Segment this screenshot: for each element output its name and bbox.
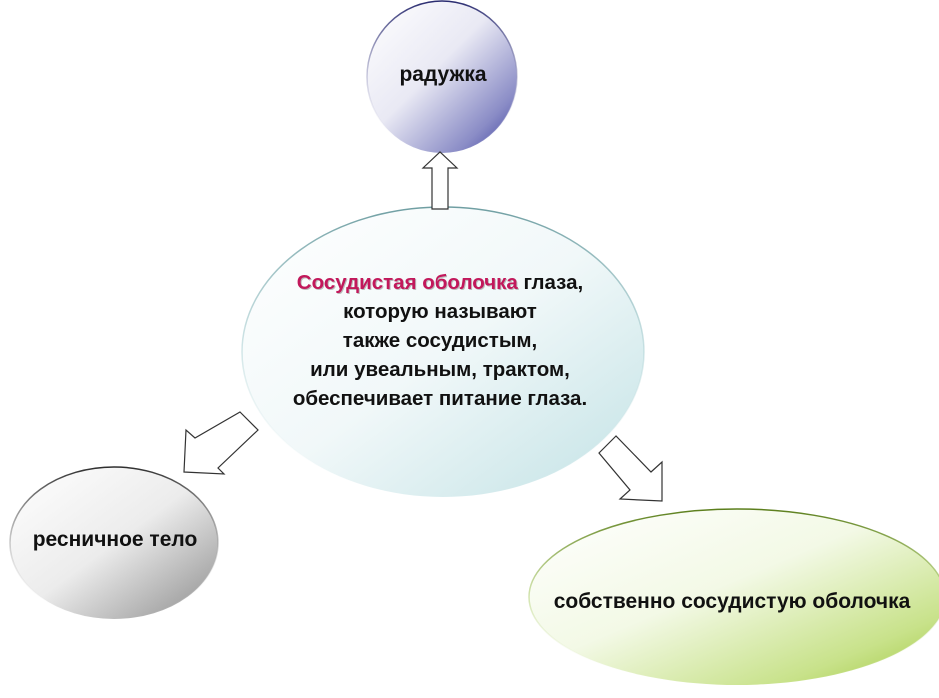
choroid-node bbox=[528, 508, 939, 686]
ciliary-rim bbox=[9, 466, 219, 620]
iris-ellipse bbox=[367, 1, 517, 153]
ciliary-ellipse bbox=[10, 467, 218, 619]
choroid-rim bbox=[528, 508, 939, 686]
iris-node bbox=[366, 0, 518, 154]
center-ellipse bbox=[242, 207, 644, 497]
arrow-to-choroid bbox=[598, 435, 663, 502]
ciliary-node bbox=[9, 466, 219, 620]
arrow-to-iris bbox=[421, 151, 459, 210]
choroid-ellipse bbox=[529, 509, 939, 685]
iris-rim bbox=[366, 0, 518, 154]
arrow-to-ciliary bbox=[183, 411, 259, 475]
center-node bbox=[241, 206, 645, 498]
